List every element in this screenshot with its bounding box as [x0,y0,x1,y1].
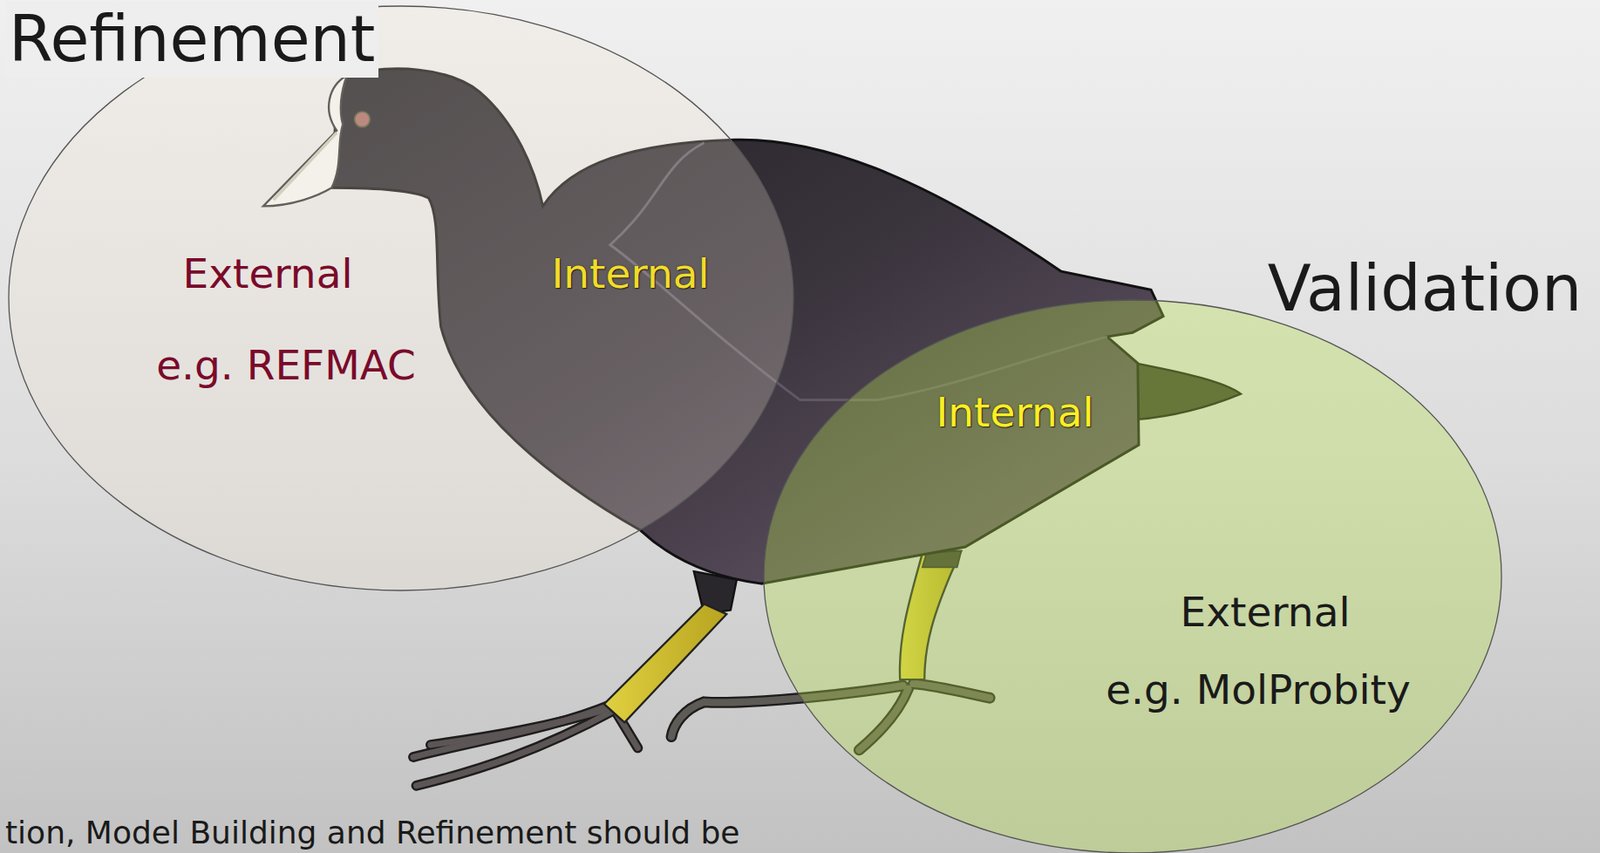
section-heading: Validation [1267,250,1582,327]
section-heading: Refinement [5,0,379,78]
example-label: e.g. MolProbity [1105,665,1411,715]
footer-note: tion, Model Building and Refinement shou… [5,814,741,851]
example-label: e.g. REFMAC [156,340,416,390]
ellipse-outline [762,299,1503,853]
region-label: Internal [935,388,1094,437]
left-foot [413,703,638,786]
ellipse-outline [7,5,795,592]
ellipse-region: ValidationInternalExternale.g. MolProbit… [762,299,1503,853]
ellipse-shape [8,6,794,591]
region-label: External [1180,587,1351,637]
ellipse-shape [763,299,1502,853]
region-label: Internal [551,249,709,299]
ellipse-region: RefinementExternale.g. REFMACInternal [7,5,795,592]
region-label: External [183,249,354,299]
